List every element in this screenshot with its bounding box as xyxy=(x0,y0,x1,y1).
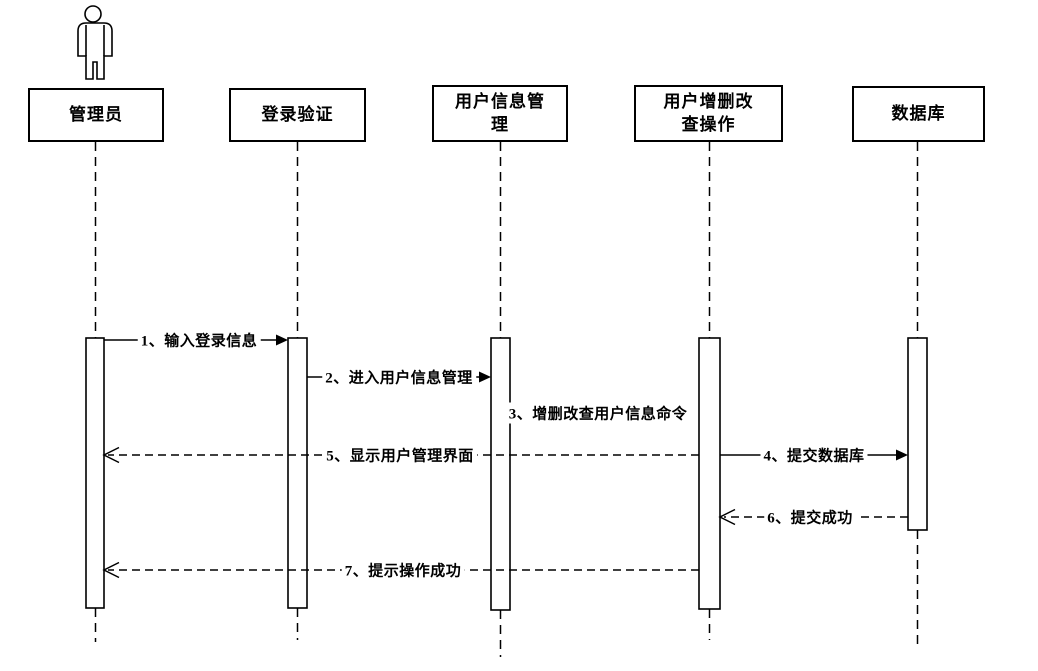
lifeline-label-admin: 管理员 xyxy=(69,104,123,124)
lifeline-label-db: 数据库 xyxy=(891,103,946,123)
lifeline-box-login: 登录验证 xyxy=(229,88,366,142)
message-2-label: 2、进入用户信息管理 xyxy=(322,366,476,388)
message-3-label: 3、增删改查用户信息命令 xyxy=(505,402,691,424)
lifeline-label-crud: 用户增删改查操作 xyxy=(663,91,754,134)
message-1-label: 1、输入登录信息 xyxy=(137,329,261,351)
lifeline-label-login: 登录验证 xyxy=(261,104,334,124)
activation-bars xyxy=(85,337,928,611)
lifeline-box-userinfo: 用户信息管理 xyxy=(432,85,568,142)
message-7-label: 7、提示操作成功 xyxy=(341,559,465,581)
lifeline-box-db: 数据库 xyxy=(852,86,985,142)
message-4-label: 4、提交数据库 xyxy=(760,444,868,466)
message-1-filled-arrowhead-icon xyxy=(276,334,288,346)
activation-bar-login xyxy=(287,337,308,609)
lifeline-label-userinfo: 用户信息管理 xyxy=(454,91,545,134)
message-5-label: 5、显示用户管理界面 xyxy=(323,444,477,466)
message-5-open-arrowhead-icon xyxy=(102,446,120,464)
actor-head xyxy=(84,5,102,23)
activation-bar-crud xyxy=(698,337,721,610)
lifeline-box-admin: 管理员 xyxy=(28,88,164,142)
message-4-filled-arrowhead-icon xyxy=(896,449,908,461)
lifeline-dashed-lines xyxy=(94,142,919,657)
lifeline-box-crud: 用户增删改查操作 xyxy=(634,85,783,142)
message-7-open-arrowhead-icon xyxy=(102,561,120,579)
message-6-label: 6、提交成功 xyxy=(764,506,856,528)
actor-body xyxy=(77,22,113,80)
message-2-filled-arrowhead-icon xyxy=(479,371,491,383)
activation-bar-userinfo xyxy=(490,337,511,611)
activation-bar-db xyxy=(907,337,928,531)
message-6-open-arrowhead-icon xyxy=(718,508,736,526)
person-actor-icon xyxy=(77,5,113,80)
activation-bar-admin xyxy=(85,337,105,609)
